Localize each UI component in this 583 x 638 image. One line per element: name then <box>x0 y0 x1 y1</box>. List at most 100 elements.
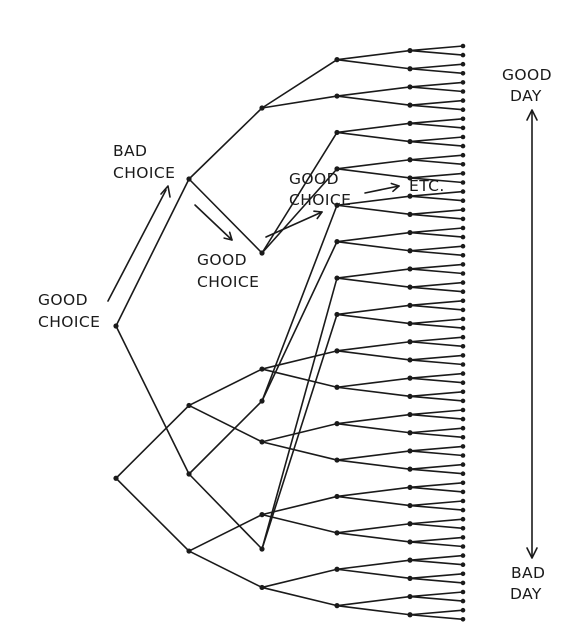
tree-branch <box>336 304 411 316</box>
decision-node <box>334 311 340 318</box>
leaf-node <box>460 61 466 67</box>
decision-node <box>334 603 340 609</box>
arrow-to-good-choice-3 <box>265 210 323 238</box>
tree-branch <box>336 559 411 571</box>
tree-branch <box>409 81 464 88</box>
leaf-node <box>460 143 466 149</box>
tree-branch <box>188 473 263 550</box>
decision-node <box>407 593 413 600</box>
tree-branch <box>188 178 263 254</box>
leaf-node <box>460 280 466 285</box>
leaf-node <box>460 607 466 613</box>
leaf-node <box>460 334 466 340</box>
decision-node <box>334 457 340 463</box>
tree-branch <box>409 118 464 125</box>
tree-branch <box>336 604 411 616</box>
leaf-node <box>460 407 466 413</box>
tree-branch <box>336 486 411 498</box>
tree-branch <box>188 550 263 589</box>
tree-branch <box>409 468 464 475</box>
tree-branch <box>336 377 411 389</box>
leaf-node <box>460 43 466 49</box>
leaf-node <box>460 535 466 540</box>
tree-branch <box>115 325 190 475</box>
leaf-node <box>460 152 466 158</box>
leaf-node <box>460 316 466 322</box>
decision-node <box>334 275 340 281</box>
tree-branch <box>336 195 411 207</box>
leaf-node <box>460 516 466 522</box>
tree-branch <box>336 158 411 170</box>
decision-node <box>407 157 413 163</box>
decision-node <box>259 512 265 518</box>
tree-branch <box>409 322 464 329</box>
decision-node <box>407 102 413 108</box>
decision-node <box>186 471 192 477</box>
tree-branch <box>409 67 464 75</box>
decision-node <box>259 366 265 372</box>
decision-node <box>334 566 340 572</box>
leaf-node <box>460 507 466 513</box>
tree-branch <box>409 286 464 293</box>
leaf-node <box>460 462 466 467</box>
tree-branch <box>409 281 464 288</box>
tree-branch <box>409 154 464 161</box>
decision-node <box>407 502 413 509</box>
tree-branch <box>336 568 411 580</box>
tree-branch <box>336 58 411 70</box>
leaf-node <box>460 98 466 103</box>
tree-branch <box>409 577 464 584</box>
tree-branch <box>409 227 464 234</box>
tree-branch <box>261 422 338 443</box>
tree-branch <box>409 504 464 511</box>
leaf-node <box>460 207 466 213</box>
leaf-node <box>460 243 466 249</box>
leaf-node <box>460 416 466 422</box>
tree-branch <box>115 178 190 327</box>
decision-node <box>407 411 413 418</box>
day-scale-arrow-down <box>526 547 538 559</box>
tree-branch <box>336 277 411 288</box>
tree-branch <box>261 350 338 370</box>
decision-node <box>407 175 413 181</box>
leaf-node <box>460 125 466 131</box>
tree-branch <box>409 609 464 616</box>
tree-branch <box>336 495 411 507</box>
decision-node <box>334 384 340 390</box>
leaf-node <box>460 444 466 449</box>
tree-branch <box>336 49 411 61</box>
leaf-node <box>460 225 466 231</box>
decision-node <box>407 284 413 290</box>
root-choice-label: GOOD CHOICE <box>38 291 100 331</box>
leaf-node <box>460 189 466 194</box>
tree-branch <box>336 131 411 143</box>
decision-node <box>407 120 413 126</box>
tree-branch <box>409 263 464 270</box>
leaf-node <box>460 371 466 376</box>
tree-branch <box>336 122 411 134</box>
decision-node <box>407 539 413 545</box>
leaf-node <box>460 544 466 549</box>
leaf-node <box>460 553 466 558</box>
decision-node <box>259 584 265 591</box>
bad-choice-label: BAD CHOICE <box>113 142 175 182</box>
decision-node <box>334 493 340 500</box>
tree-branch <box>261 168 338 254</box>
leaf-node <box>460 498 466 504</box>
decision-node <box>407 430 413 436</box>
tree-branch <box>336 340 411 352</box>
tree-branch <box>409 377 464 384</box>
leaf-node <box>460 180 466 185</box>
leaf-node <box>460 344 466 349</box>
decision-node <box>334 348 340 354</box>
arrow-to-bad-choice <box>107 189 167 302</box>
decision-node <box>407 47 413 54</box>
tree-branch <box>409 481 464 489</box>
tree-branch <box>409 49 464 56</box>
tree-branch <box>188 404 263 443</box>
tree-branch <box>409 231 464 238</box>
leaf-node <box>460 216 466 222</box>
good-choice-2-label: GOOD CHOICE <box>197 251 259 291</box>
decision-node <box>407 229 413 236</box>
decision-node <box>407 557 413 563</box>
